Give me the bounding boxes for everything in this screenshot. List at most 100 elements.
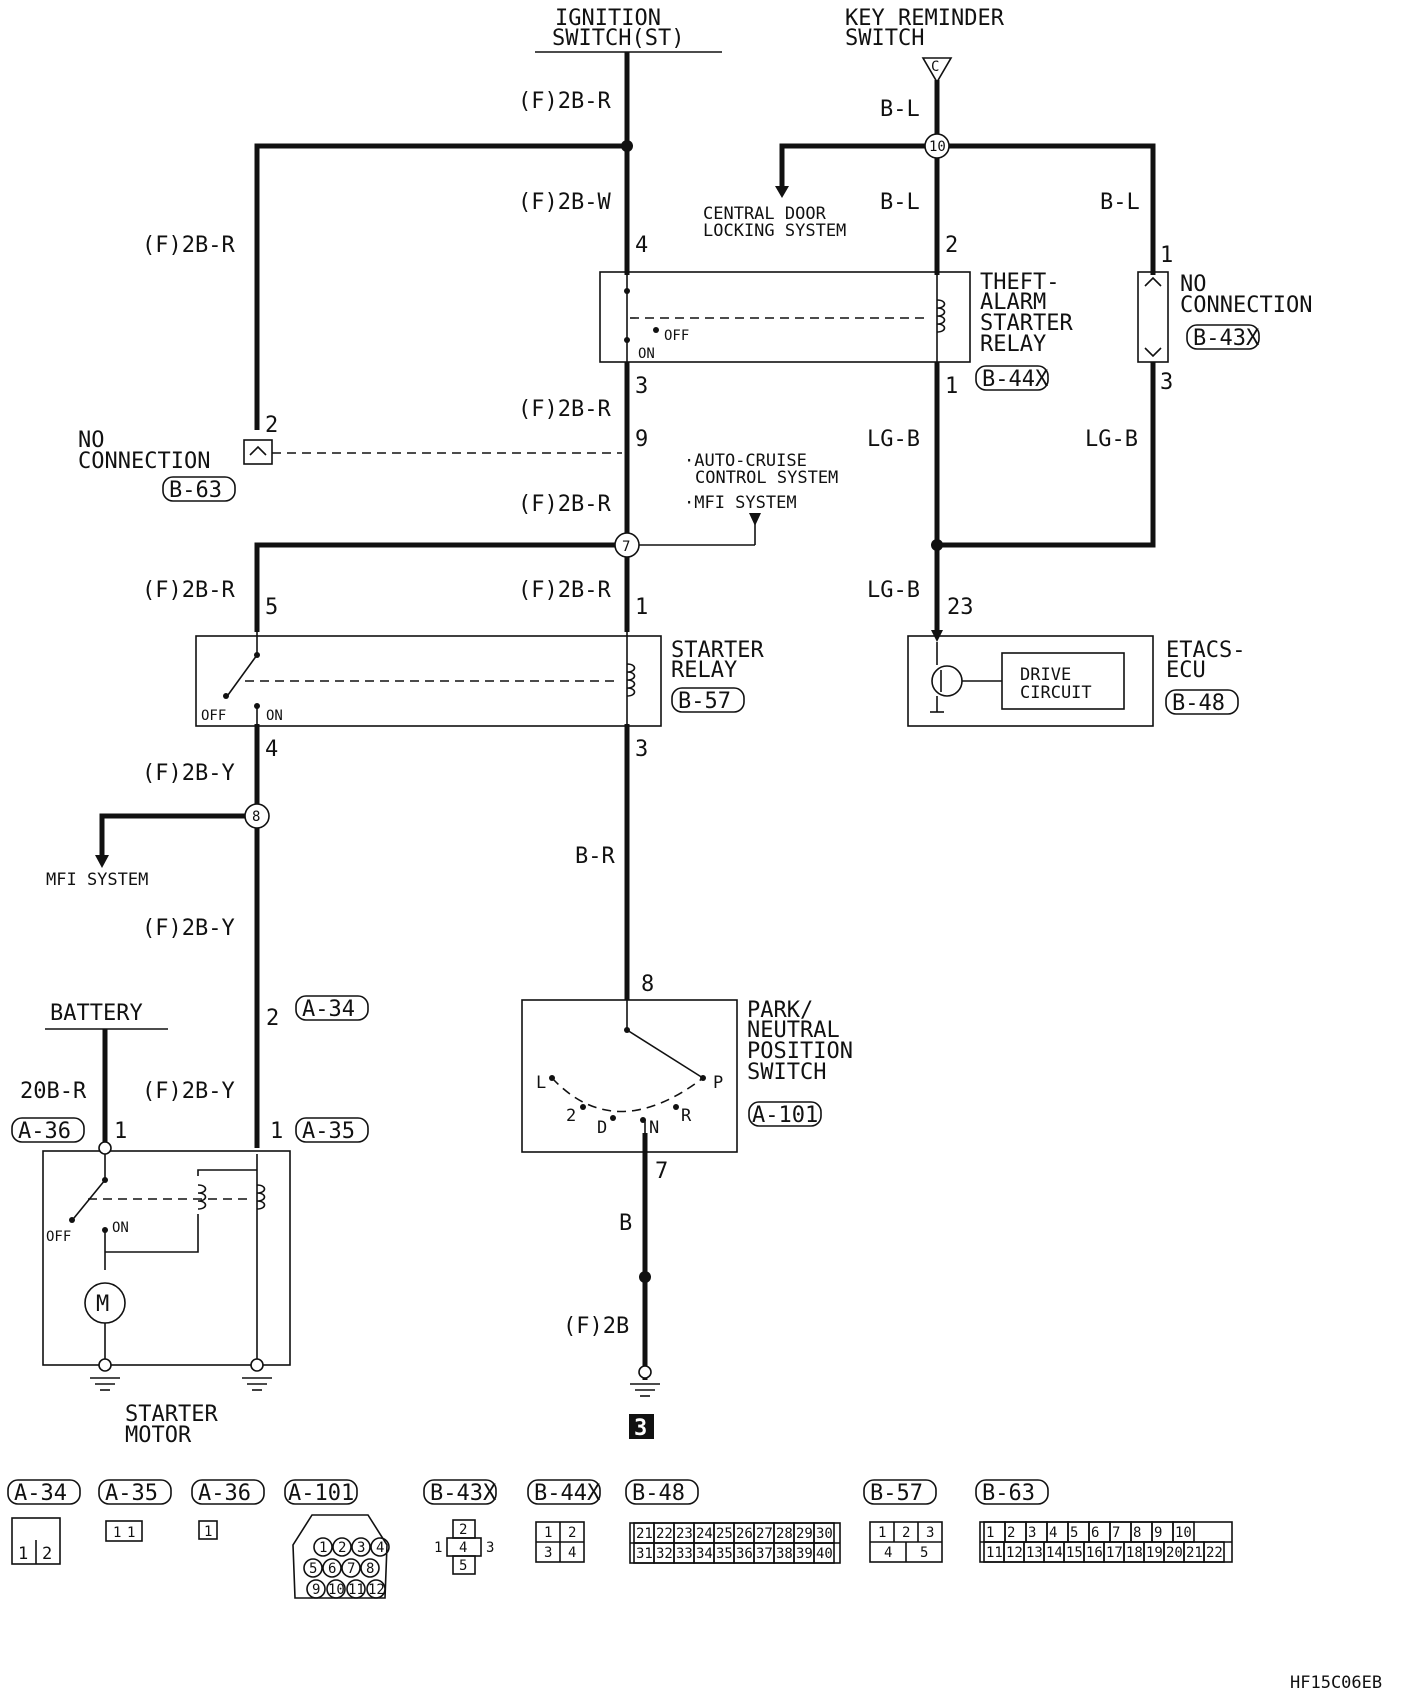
- connector-cell-label: 5: [1070, 1525, 1078, 1541]
- joint-connector-7: 7: [614, 532, 640, 558]
- svg-text:3: 3: [1160, 370, 1173, 395]
- wire-code: (F)2B: [563, 1314, 629, 1339]
- svg-text:8: 8: [366, 1561, 374, 1577]
- pin-number: 3: [635, 374, 648, 399]
- figure-code: HF15C06EB: [1290, 1673, 1382, 1693]
- no-connection-b63: 2: [243, 413, 278, 465]
- svg-text:B-48: B-48: [1172, 691, 1225, 716]
- switch-state-on: ON: [266, 708, 283, 724]
- auto-cruise-label: ·AUTO-CRUISE CONTROL SYSTEM ·MFI SYSTEM: [684, 451, 838, 513]
- svg-text:STARTER: STARTER: [980, 311, 1073, 336]
- svg-text:5: 5: [309, 1561, 317, 1577]
- theft-alarm-relay-label: THEFT- ALARM STARTER RELAY: [980, 270, 1073, 357]
- connector-cell-label: 19: [1146, 1545, 1163, 1561]
- mfi-arrow-icon: [95, 855, 109, 868]
- svg-text:7: 7: [622, 539, 630, 555]
- connector-cell-label: 4: [1049, 1525, 1057, 1541]
- svg-text:B-57: B-57: [870, 1481, 923, 1506]
- svg-text:RELAY: RELAY: [980, 332, 1046, 357]
- connector-cell-label: 6: [1091, 1525, 1099, 1541]
- pin-number: 4: [635, 233, 648, 258]
- svg-text:ALARM: ALARM: [980, 290, 1046, 315]
- connector-cell-label: 40: [816, 1546, 833, 1562]
- connector-cell-label: 3: [1028, 1525, 1036, 1541]
- connector-badge-a35: A-35: [295, 1117, 369, 1144]
- park-neutral-position-switch: L 2 D N R P: [521, 999, 738, 1153]
- wire-code: (F)2B-R: [518, 89, 611, 114]
- park-neutral-switch-label: PARK/ NEUTRAL POSITION SWITCH: [747, 998, 853, 1085]
- theft-alarm-starter-relay: OFF ON: [599, 271, 971, 363]
- svg-text:A-35: A-35: [302, 1119, 355, 1144]
- svg-text:B-48: B-48: [632, 1481, 685, 1506]
- connector-cell-label: 8: [1133, 1525, 1141, 1541]
- pin-number: 23: [947, 595, 974, 620]
- connector-cell-label: 23: [676, 1526, 693, 1542]
- svg-text:THEFT-: THEFT-: [980, 270, 1059, 295]
- svg-text:STARTER: STARTER: [671, 638, 764, 663]
- connector-cell-label: 37: [756, 1546, 773, 1562]
- pin-number: 1: [635, 595, 648, 620]
- svg-text:D: D: [597, 1118, 607, 1138]
- svg-text:1: 1: [1160, 243, 1173, 268]
- no-connection-right-label: NO CONNECTION: [1180, 272, 1312, 318]
- svg-text:A-101: A-101: [288, 1481, 354, 1506]
- pin-number: 1: [270, 1119, 283, 1144]
- connector-cell-label: 36: [736, 1546, 753, 1562]
- connector-cell-label: 28: [776, 1526, 793, 1542]
- svg-text:A-36: A-36: [198, 1481, 251, 1506]
- pin-number: 3: [635, 737, 648, 762]
- connector-cell-label: 32: [656, 1546, 673, 1562]
- connector-cell-label: 1: [986, 1525, 994, 1541]
- svg-text:·MFI SYSTEM: ·MFI SYSTEM: [684, 493, 797, 513]
- svg-text:10: 10: [929, 139, 946, 155]
- wire-code: 20B-R: [20, 1079, 87, 1104]
- svg-text:NO: NO: [1180, 272, 1207, 297]
- wires: [45, 51, 1156, 1380]
- wire-code: (F)2B-R: [142, 233, 235, 258]
- svg-text:MOTOR: MOTOR: [125, 1423, 192, 1448]
- connector-cell-label: 39: [796, 1546, 813, 1562]
- starter-motor: M OFF ON: [42, 1141, 291, 1366]
- connector-cell-label: 38: [776, 1546, 793, 1562]
- key-reminder-switch-label: KEY REMINDER SWITCH: [845, 6, 1005, 51]
- wire-code: B-L: [1100, 190, 1140, 215]
- svg-text:3: 3: [357, 1540, 365, 1556]
- connector-cell-label: 22: [1206, 1545, 1223, 1561]
- svg-text:B-44X: B-44X: [534, 1481, 601, 1506]
- page-marker: 3: [629, 1414, 654, 1441]
- svg-text:3: 3: [926, 1525, 934, 1541]
- svg-text:4: 4: [884, 1545, 892, 1561]
- svg-text:A-36: A-36: [18, 1119, 71, 1144]
- connector-cell-label: 34: [696, 1546, 713, 1562]
- connector-cell-label: 21: [636, 1526, 653, 1542]
- svg-text:NEUTRAL: NEUTRAL: [747, 1018, 840, 1043]
- svg-text:NO: NO: [78, 428, 105, 453]
- connector-badge-a36: A-36: [11, 1117, 85, 1144]
- svg-text:B-43X: B-43X: [1193, 326, 1260, 351]
- svg-text:6: 6: [328, 1561, 336, 1577]
- svg-text:1: 1: [319, 1540, 327, 1556]
- motor-symbol: M: [96, 1292, 109, 1317]
- wire-code: (F)2B-W: [518, 190, 611, 215]
- svg-text:SWITCH: SWITCH: [845, 26, 924, 51]
- svg-text:CONTROL SYSTEM: CONTROL SYSTEM: [695, 468, 838, 488]
- ground-icon: [90, 1358, 120, 1391]
- svg-text:1: 1: [204, 1524, 212, 1540]
- svg-text:2: 2: [566, 1106, 576, 1126]
- no-connection-b43x: 1 3: [1137, 243, 1173, 395]
- connector-view-a36: A-36: [191, 1479, 265, 1506]
- wire-code: (F)2B-R: [518, 492, 611, 517]
- svg-text:KEY REMINDER: KEY REMINDER: [845, 6, 1005, 31]
- connector-badge-b48: B-48: [1165, 689, 1239, 716]
- svg-text:7: 7: [347, 1561, 355, 1577]
- switch-state-off: OFF: [664, 328, 689, 344]
- connector-cell-label: 2: [1007, 1525, 1015, 1541]
- wire-code: (F)2B-R: [518, 578, 611, 603]
- svg-text:A-101: A-101: [752, 1103, 818, 1128]
- etacs-ecu-label: ETACS- ECU: [1166, 638, 1245, 683]
- connector-cell: [813, 1542, 835, 1564]
- switch-state-on: ON: [638, 346, 655, 362]
- svg-text:5: 5: [920, 1545, 928, 1561]
- svg-text:8: 8: [252, 809, 260, 825]
- connector-cell-label: 22: [656, 1526, 673, 1542]
